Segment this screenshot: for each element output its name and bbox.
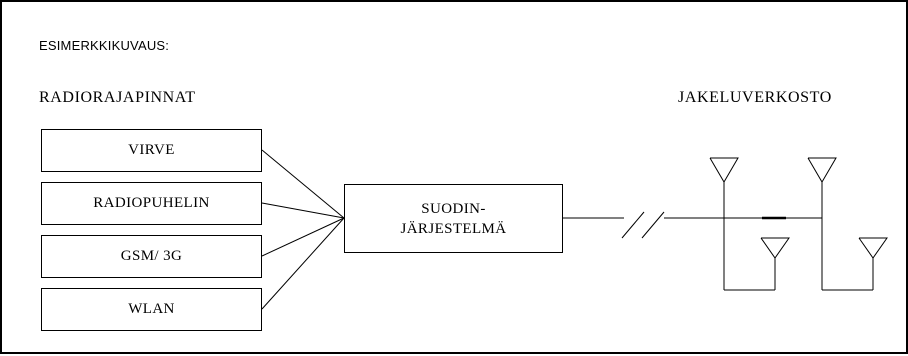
filter-system-box: SUODIN- JÄRJESTELMÄ (344, 184, 563, 253)
antenna-icon-3 (760, 237, 790, 259)
connector-wlan (261, 217, 345, 310)
distribution-network-title: JAKELUVERKOSTO (678, 89, 832, 106)
cable-break-mark-2 (641, 211, 665, 239)
filter-system-label-line2: JÄRJESTELMÄ (400, 220, 507, 237)
interface-box-virve: VIRVE (41, 129, 262, 172)
filter-system-label-line1: SUODIN- (421, 200, 486, 217)
interface-box-wlan: WLAN (41, 288, 262, 331)
antenna-icon-2 (807, 157, 837, 183)
connector-gsm-3g (261, 217, 345, 257)
interface-box-gsm-3g: GSM/ 3G (41, 235, 262, 278)
antenna-icon-4 (858, 237, 888, 259)
interface-box-radiopuhelin: RADIOPUHELIN (41, 182, 262, 225)
cable-break-mark-1 (621, 211, 645, 239)
diagram-caption: ESIMERKKIKUVAUS: (39, 38, 170, 53)
radio-interfaces-title: RADIORAJAPINNAT (39, 89, 196, 106)
connector-radiopuhelin (261, 202, 345, 219)
connector-virve (261, 149, 345, 219)
antenna-icon-1 (709, 157, 739, 183)
